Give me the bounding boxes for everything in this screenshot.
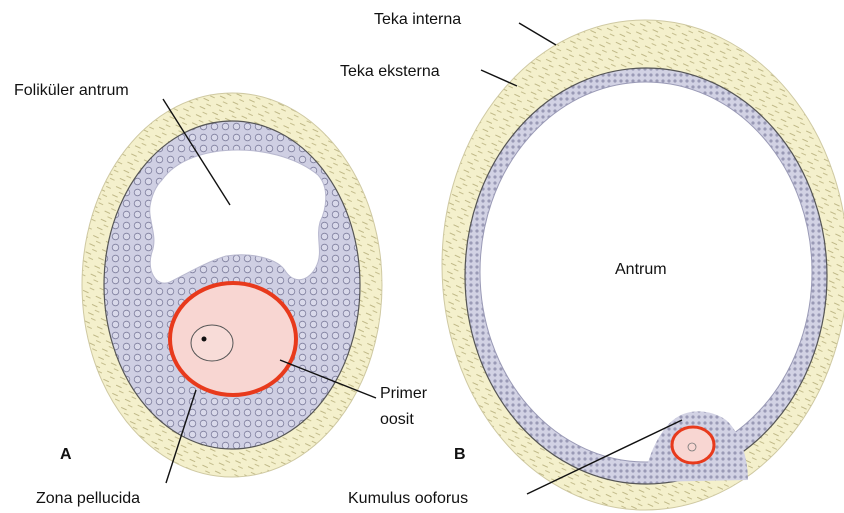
label-teka-interna: Teka interna [374,11,461,28]
oocyte-nucleus-a [191,325,233,361]
label-primer-oosit-1: Primer [380,385,428,402]
leader-teka-interna [519,23,556,45]
follicle-a [82,93,382,477]
nucleolus-a [202,337,207,342]
label-primer-oosit-2: oosit [380,411,414,428]
panel-label-b: B [454,446,466,463]
zona-pellucida-b [672,427,714,463]
label-kumulus-ooforus: Kumulus ooforus [348,490,468,507]
leader-teka-eksterna [481,70,517,86]
panel-label-a: A [60,446,72,463]
label-teka-eksterna: Teka eksterna [340,63,440,80]
label-folikuler-antrum: Foliküler antrum [14,82,129,99]
label-zona-pellucida: Zona pellucida [36,490,140,507]
label-antrum: Antrum [615,261,667,278]
